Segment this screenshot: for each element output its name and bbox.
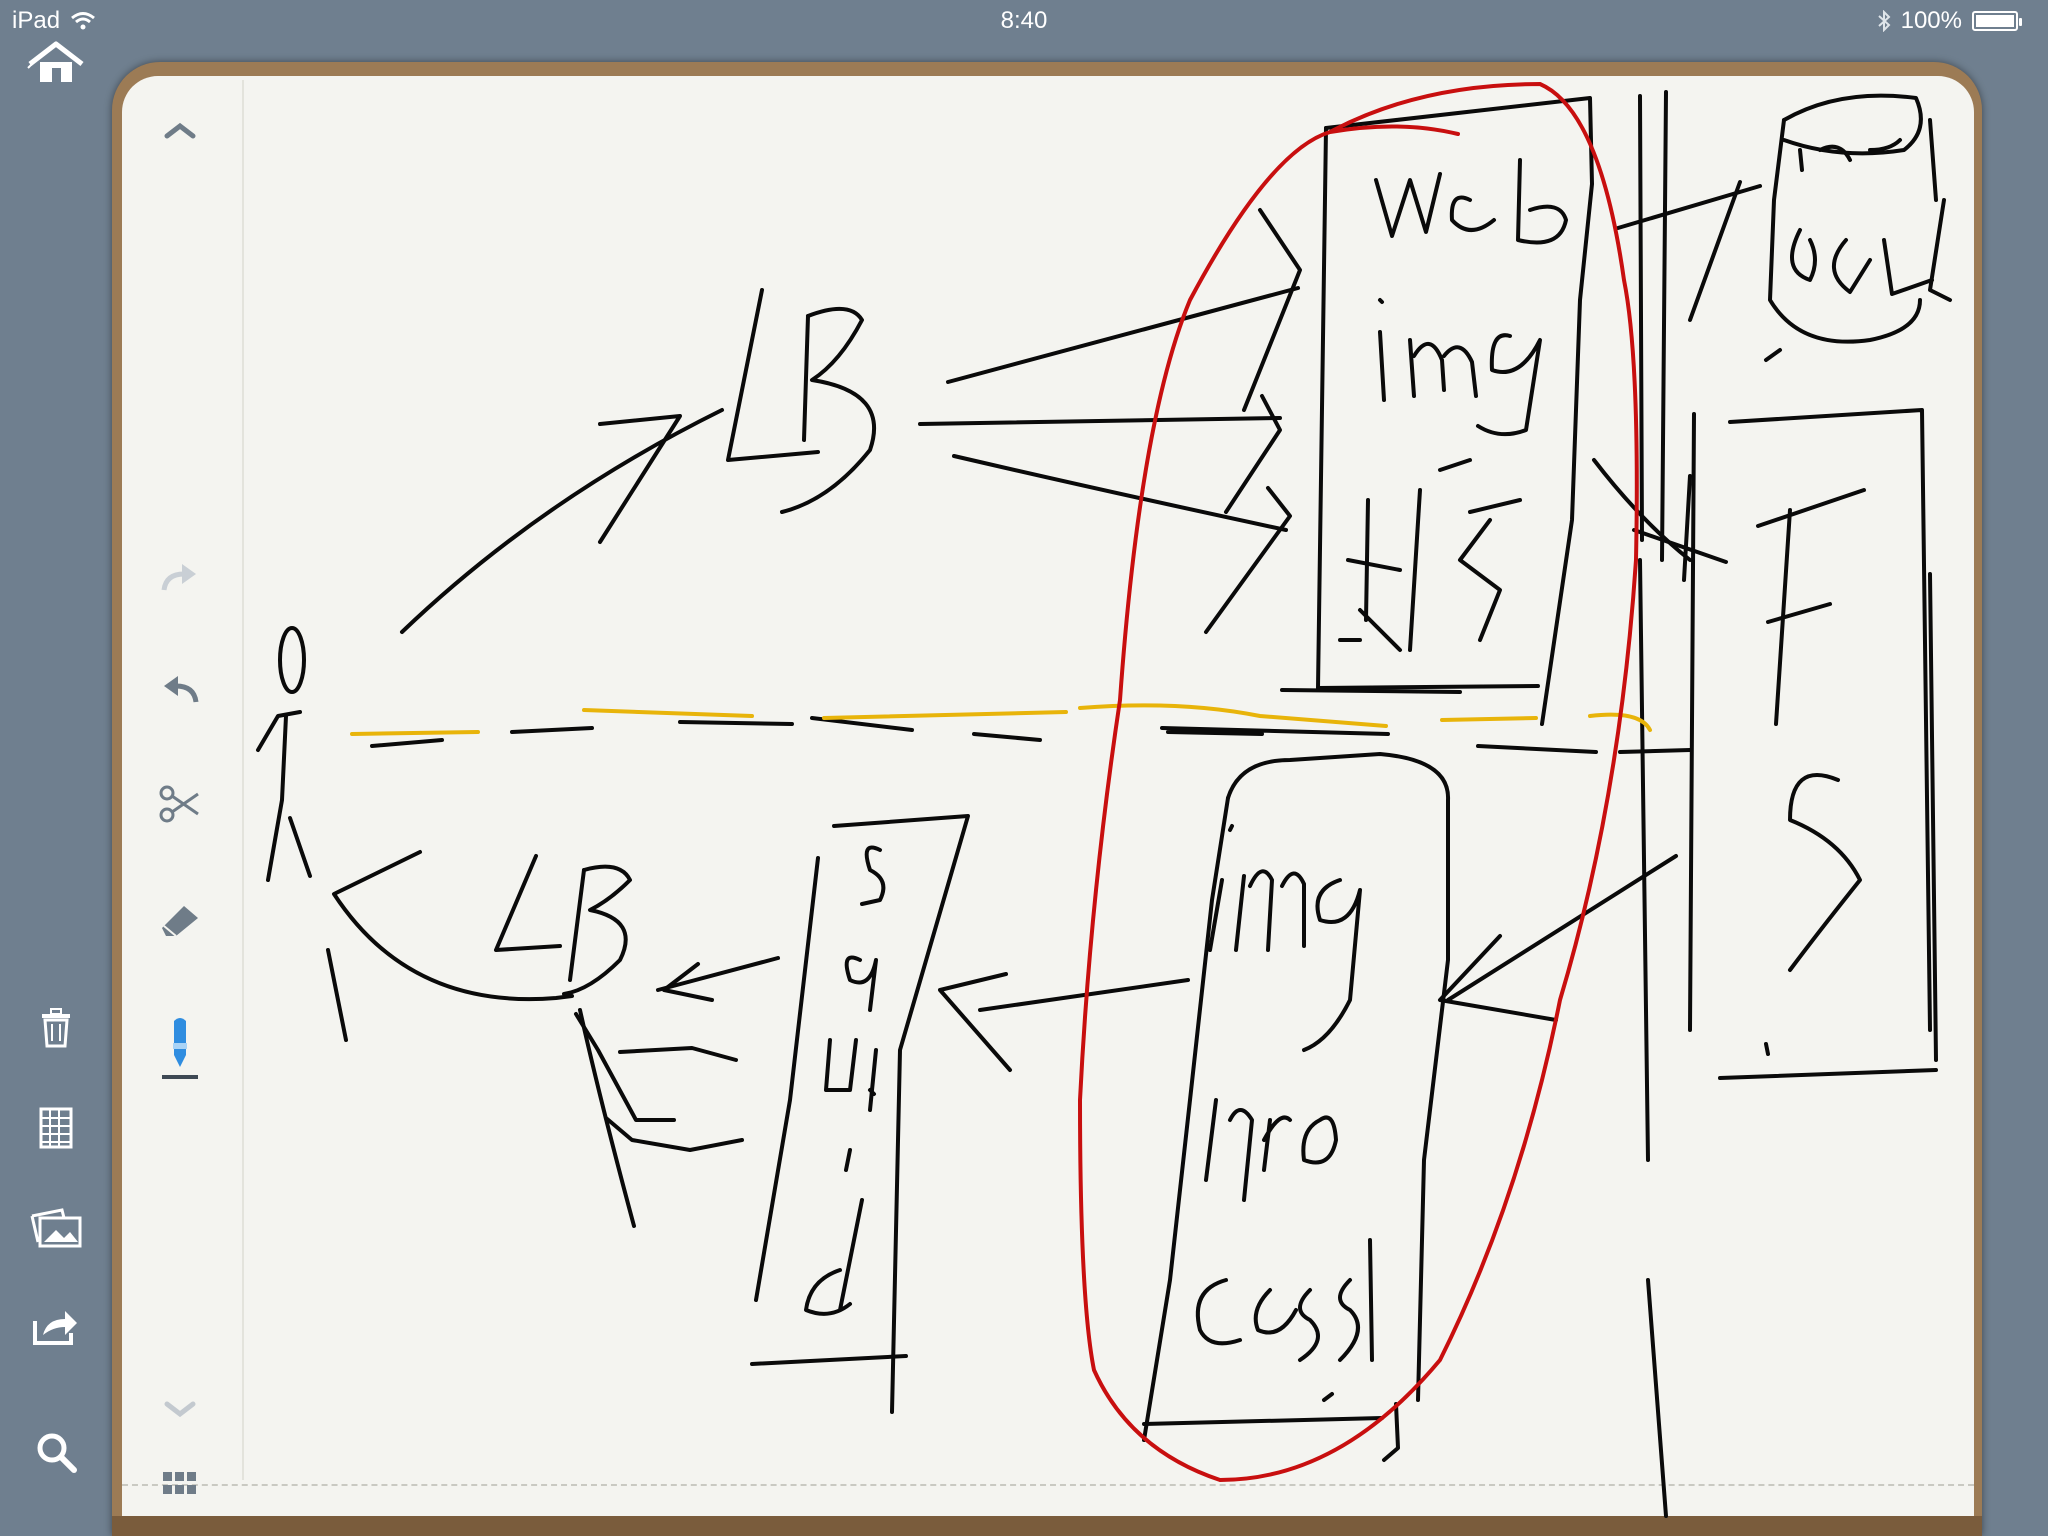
grid-paper-icon bbox=[39, 1107, 73, 1149]
wifi-icon bbox=[71, 12, 95, 30]
share-button[interactable] bbox=[28, 1298, 84, 1354]
eraser-icon bbox=[162, 906, 198, 937]
trash-icon bbox=[42, 1008, 70, 1048]
photos-button[interactable] bbox=[28, 1200, 84, 1256]
search-icon bbox=[37, 1433, 77, 1473]
redo-icon bbox=[161, 564, 196, 591]
pen-button[interactable] bbox=[150, 1012, 210, 1088]
cut-button[interactable] bbox=[150, 774, 210, 834]
notebook-bottom-edge bbox=[112, 1516, 1982, 1536]
status-bar: iPad 8:40 100% bbox=[0, 0, 2048, 40]
redo-button[interactable] bbox=[150, 548, 210, 608]
notebook-page[interactable] bbox=[122, 76, 1974, 1516]
home-icon bbox=[27, 41, 84, 82]
device-name: iPad bbox=[12, 7, 61, 34]
scroll-up-button[interactable] bbox=[150, 100, 210, 160]
scroll-down-button[interactable] bbox=[150, 1380, 210, 1440]
chevron-down-icon bbox=[164, 1401, 196, 1418]
undo-icon bbox=[164, 676, 199, 703]
home-button[interactable] bbox=[26, 40, 86, 86]
share-icon bbox=[33, 1311, 77, 1345]
photos-icon bbox=[30, 1208, 82, 1248]
page-margin-line bbox=[242, 80, 244, 1480]
status-time: 8:40 bbox=[1000, 7, 1048, 34]
trash-button[interactable] bbox=[28, 1000, 84, 1056]
battery-icon bbox=[1972, 11, 2022, 31]
search-button[interactable] bbox=[28, 1424, 84, 1480]
pages-overview-button[interactable] bbox=[150, 1454, 210, 1514]
page-bottom-guide bbox=[122, 1484, 1974, 1486]
pages-grid-icon bbox=[163, 1472, 196, 1494]
pen-icon bbox=[162, 1018, 198, 1079]
chevron-up-icon bbox=[164, 122, 196, 139]
battery-percent: 100% bbox=[1900, 7, 1962, 34]
bluetooth-icon bbox=[1877, 10, 1891, 32]
scissors-icon bbox=[159, 785, 199, 823]
paper-type-button[interactable] bbox=[28, 1100, 84, 1156]
undo-button[interactable] bbox=[150, 660, 210, 720]
eraser-button[interactable] bbox=[150, 890, 210, 950]
